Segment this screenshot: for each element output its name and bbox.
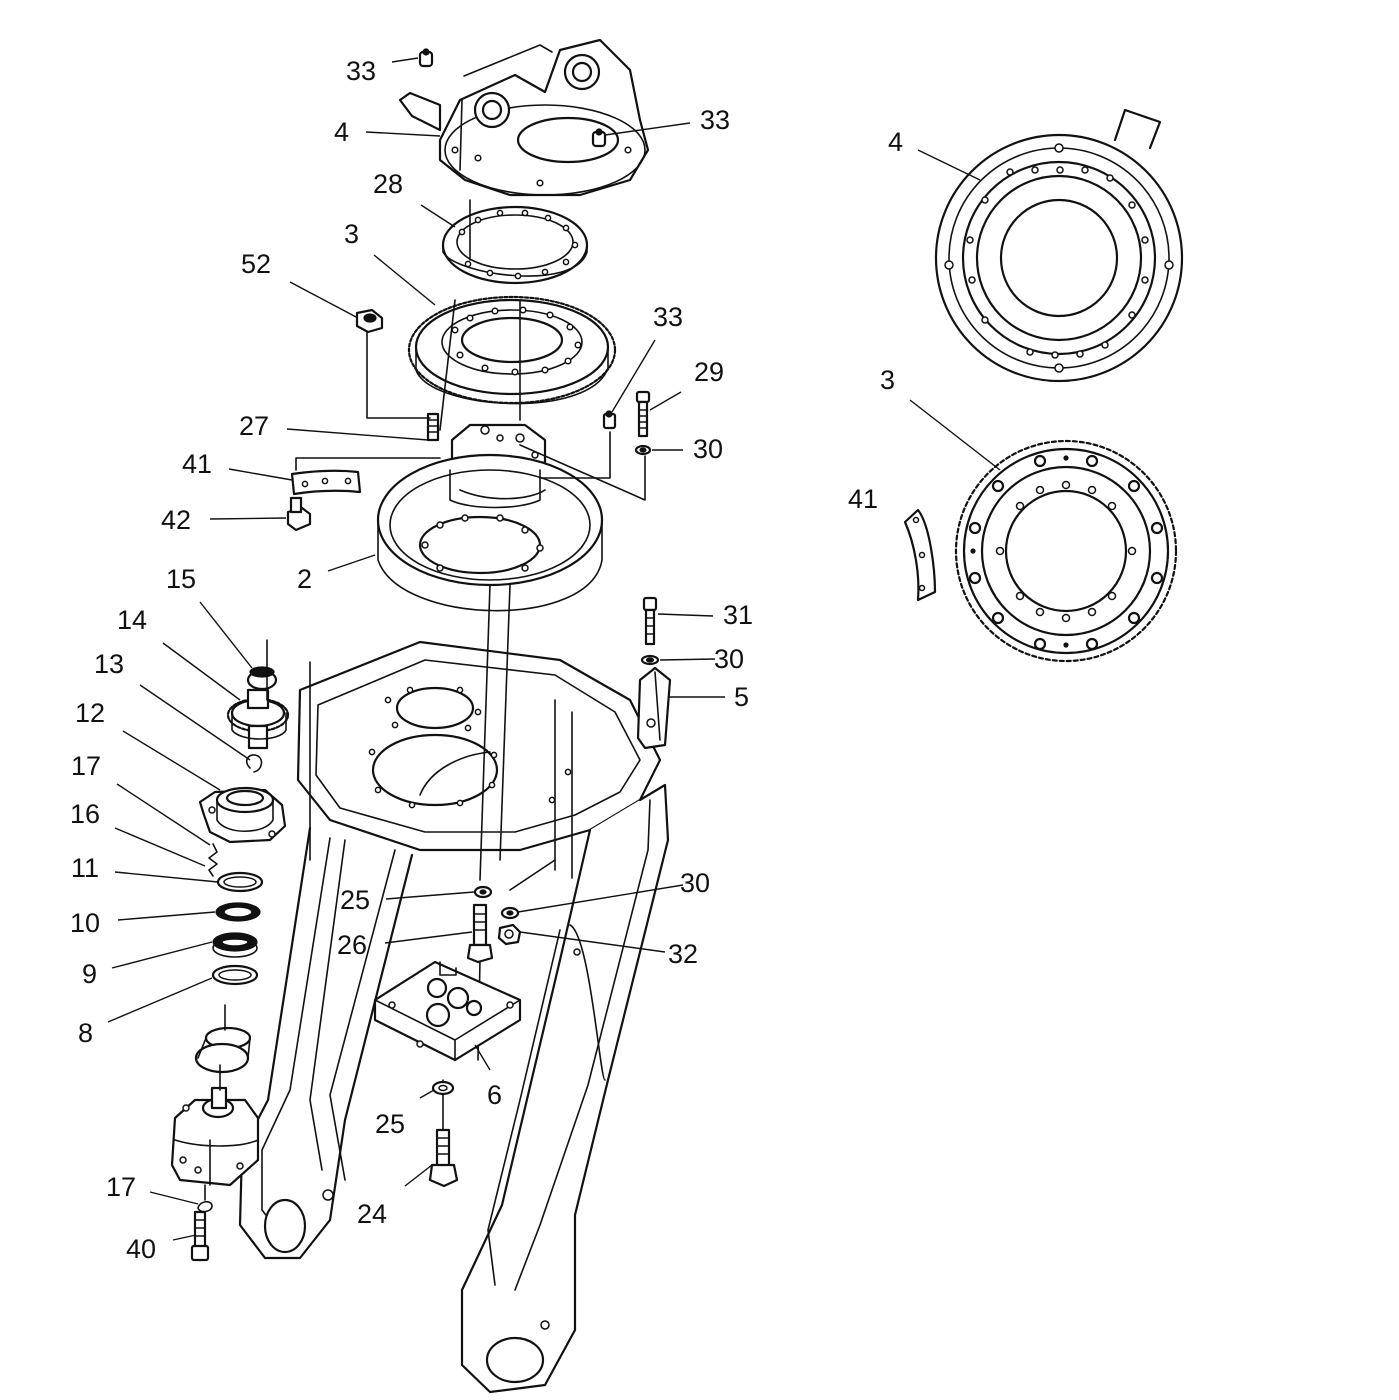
detail-view-segment [903,508,937,602]
detail-view-bracket [934,108,1184,383]
grease-nipple-right [591,128,607,148]
callout-3-detail: 3 [880,365,895,395]
washer-30c [500,906,520,920]
grease-nipple-top [418,48,434,68]
callout-52: 52 [241,249,271,279]
bracket-5 [636,666,672,750]
callout-32: 32 [668,939,698,969]
callout-25-top: 25 [340,885,370,915]
housing-part [376,423,604,612]
callout-16: 16 [70,799,100,829]
callout-15: 15 [166,564,196,594]
callout-13: 13 [94,649,124,679]
ring-13 [245,754,263,773]
callout-10: 10 [70,908,100,938]
callout-30-mid: 30 [714,644,744,674]
callout-4-detail: 4 [888,127,903,157]
callout-2: 2 [297,564,312,594]
detail-view-gear [954,439,1178,663]
callout-30-low: 30 [680,868,710,898]
ring-8 [211,964,259,986]
washer-30a [634,444,652,456]
leader-lines [107,57,1001,1241]
bearing-15 [246,666,278,691]
screw-42 [286,496,312,532]
bolt-26 [466,903,494,964]
washer-25a [473,885,493,899]
callout-41-detail: 41 [848,484,878,514]
pin-part [426,412,440,442]
bolt-40 [190,1210,210,1262]
fitting-33c [602,410,617,430]
callout-labels: 33 4 33 28 3 52 33 29 27 30 41 42 2 15 3… [70,56,903,1264]
seal-10 [215,902,261,922]
o-ring-lower [194,1026,252,1074]
callout-25-low: 25 [375,1109,405,1139]
plug-part [355,308,384,334]
callout-6: 6 [487,1080,502,1110]
segment-part-left [290,469,362,496]
flange-12 [198,786,287,844]
hydraulic-motor [170,1086,260,1187]
callout-33-right: 33 [700,105,730,135]
pinion-14 [226,688,290,750]
callout-11: 11 [71,853,99,883]
callout-33-top: 33 [346,56,376,86]
spring-16-17 [208,843,218,877]
washer-30b [640,654,660,666]
callout-26: 26 [337,930,367,960]
bolt-29 [635,390,651,438]
nut-32 [497,923,522,946]
drive-guide-lines [204,639,311,1201]
callout-33-mid: 33 [653,302,683,332]
seal-9 [212,932,258,958]
shim-ring-part [441,205,589,285]
callout-4: 4 [334,117,349,147]
callout-40: 40 [126,1234,156,1264]
bolt-31 [642,596,658,646]
callout-9: 9 [82,959,97,989]
callout-42: 42 [161,505,191,535]
callout-5: 5 [734,682,749,712]
valve-block-6 [373,960,522,1062]
callout-14: 14 [117,605,147,635]
callout-17-top: 17 [71,751,101,781]
bolt-24 [428,1128,459,1188]
slewing-gear-part [407,295,617,405]
frame-part [238,640,670,1394]
callout-27: 27 [239,411,269,441]
callout-17-low: 17 [106,1172,136,1202]
callout-3: 3 [344,219,359,249]
callout-29: 29 [694,357,724,387]
washer-25b [431,1080,455,1096]
callout-12: 12 [75,698,105,728]
callout-24: 24 [357,1199,387,1229]
washer-17b [197,1200,213,1213]
callout-30-top: 30 [693,434,723,464]
upper-bracket-part [398,38,650,197]
callout-8: 8 [78,1018,93,1048]
callout-41: 41 [182,449,212,479]
callout-28: 28 [373,169,403,199]
callout-31: 31 [723,600,753,630]
assembly-guide-lines [295,199,646,1131]
ring-11 [216,871,264,893]
